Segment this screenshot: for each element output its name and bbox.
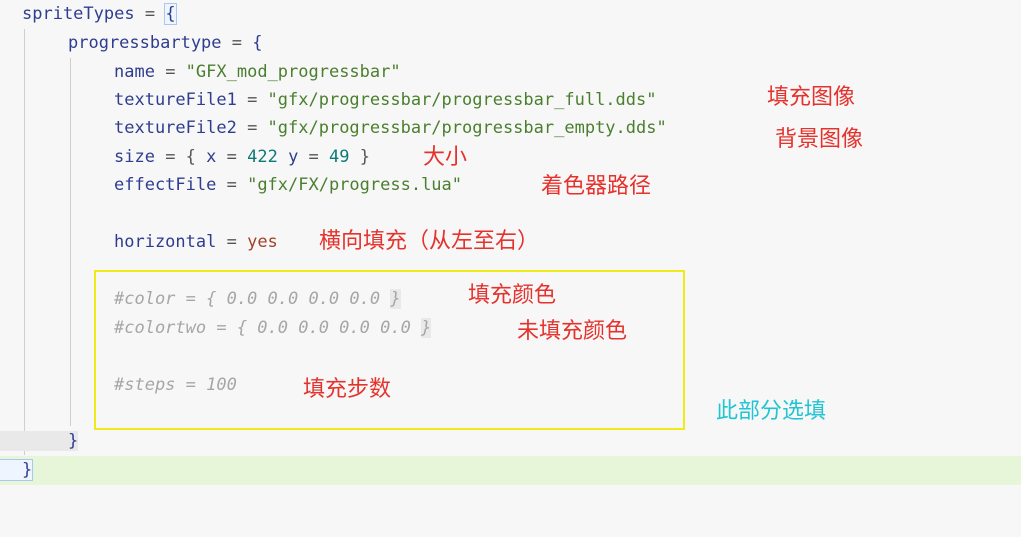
- code-key: size: [114, 147, 155, 167]
- code-key: horizontal: [114, 232, 217, 252]
- code-operator: =: [298, 147, 330, 167]
- code-line: size = { x = 422 y = 49 }: [0, 143, 1021, 172]
- indent-guide: [70, 58, 71, 426]
- code-brace: {: [252, 33, 263, 53]
- code-keyword: yes: [247, 232, 278, 252]
- code-line: horizontal = yes: [0, 228, 1021, 257]
- annotation-shader-path: 着色器路径: [541, 174, 652, 199]
- code-line: #colortwo = { 0.0 0.0 0.0 0.0 }: [0, 314, 1021, 343]
- code-operator: =: [134, 4, 166, 24]
- code-string: "gfx/progressbar/progressbar_full.dds": [267, 90, 657, 110]
- code-comment: #steps = 100: [114, 375, 237, 395]
- annotation-size: 大小: [423, 145, 468, 170]
- code-line: textureFile2 = "gfx/progressbar/progress…: [0, 114, 1021, 143]
- code-line: #color = { 0.0 0.0 0.0 0.0 }: [0, 285, 1021, 314]
- matched-brace: }: [0, 459, 34, 481]
- code-line: progressbartype = {: [0, 29, 1021, 58]
- code-line: #steps = 100: [0, 371, 1021, 400]
- code-string: "GFX_mod_progressbar": [185, 62, 401, 82]
- code-brace: }: [349, 147, 370, 167]
- annotation-optional: 此部分选填: [716, 399, 827, 424]
- code-key: textureFile2: [114, 118, 237, 138]
- code-identifier: progressbartype: [68, 33, 222, 53]
- code-brace: }: [0, 431, 79, 451]
- code-line: effectFile = "gfx/FX/progress.lua": [0, 171, 1021, 200]
- code-operator: =: [216, 232, 248, 252]
- code-brace: }: [421, 318, 432, 338]
- code-operator: = {: [154, 147, 207, 167]
- code-comment: #colortwo = { 0.0 0.0 0.0 0.0: [114, 318, 422, 338]
- code-operator: =: [236, 118, 268, 138]
- code-operator: =: [236, 90, 268, 110]
- code-comment: #color = { 0.0 0.0 0.0 0.0: [114, 289, 391, 309]
- annotation-fill-color: 填充颜色: [468, 283, 557, 308]
- code-line: textureFile1 = "gfx/progressbar/progress…: [0, 86, 1021, 115]
- code-key: name: [114, 62, 155, 82]
- code-line: name = "GFX_mod_progressbar": [0, 58, 1021, 87]
- code-key: y: [277, 147, 299, 167]
- code-number: 49: [329, 147, 350, 167]
- matched-brace: {: [164, 3, 177, 25]
- code-operator: =: [154, 62, 186, 82]
- code-operator: =: [216, 175, 248, 195]
- code-number: 422: [247, 147, 278, 167]
- code-brace: }: [390, 289, 401, 309]
- code-string: "gfx/FX/progress.lua": [247, 175, 463, 195]
- code-line: spriteTypes = {: [0, 0, 1021, 29]
- code-line: }: [0, 427, 1021, 456]
- annotation-fill-steps: 填充步数: [303, 377, 392, 402]
- annotation-bg-image: 背景图像: [775, 127, 864, 152]
- code-string: "gfx/progressbar/progressbar_empty.dds": [267, 118, 667, 138]
- code-operator: =: [221, 33, 253, 53]
- annotation-fill-image: 填充图像: [767, 85, 856, 110]
- indent-guide: [24, 29, 25, 455]
- annotation-unfilled-color: 未填充颜色: [517, 319, 628, 344]
- annotation-horizontal-fill: 横向填充（从左至右）: [319, 229, 540, 254]
- code-key: effectFile: [114, 175, 217, 195]
- code-operator: =: [216, 147, 248, 167]
- code-key: x: [206, 147, 217, 167]
- optional-section-highlight: [94, 270, 685, 430]
- code-key: textureFile1: [114, 90, 237, 110]
- current-line: }: [0, 456, 1021, 485]
- code-identifier: spriteTypes: [22, 4, 135, 24]
